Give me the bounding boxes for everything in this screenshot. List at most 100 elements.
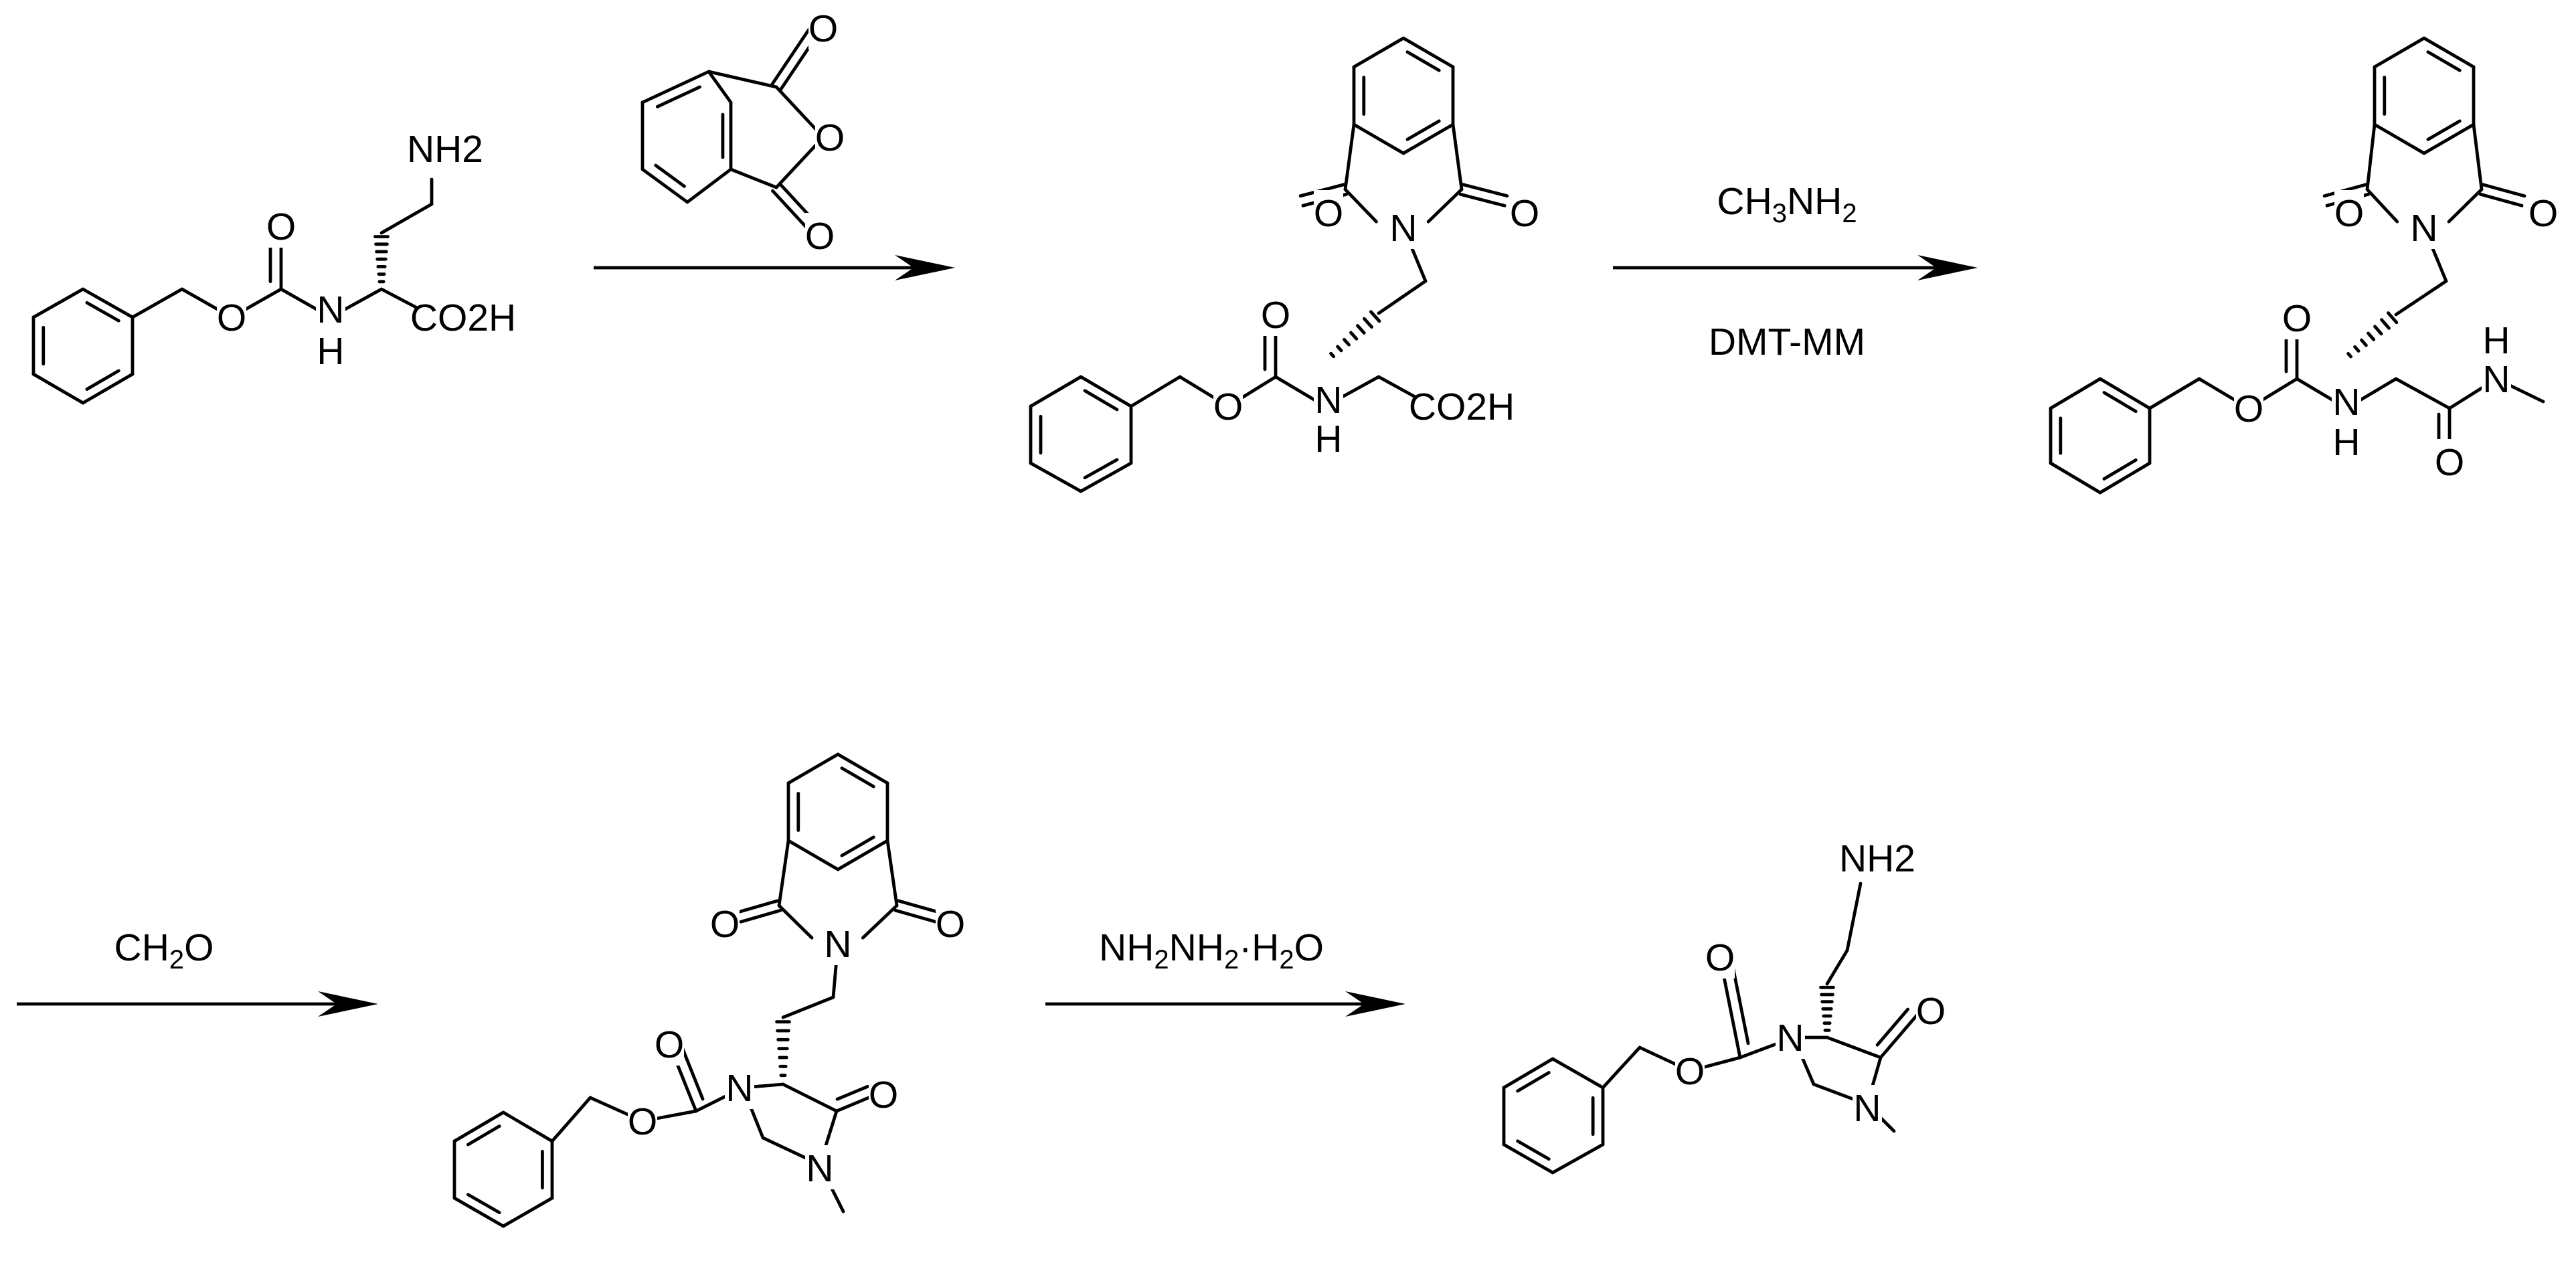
- atom-label-h: H: [2332, 421, 2360, 464]
- bond: [1426, 187, 1464, 224]
- atom-label-co2h: CO2H: [1409, 386, 1515, 428]
- benzo-ring: [2373, 122, 2426, 155]
- carbonyl: [1461, 183, 1509, 198]
- phenyl-ring: [1029, 461, 1083, 493]
- bond: [729, 167, 778, 189]
- phenyl-ring: [2102, 458, 2138, 481]
- benzo-ring: [786, 752, 840, 785]
- atom-label-n: N: [725, 1067, 753, 1110]
- stereo-hash: [1349, 331, 1359, 341]
- phenyl-ring: [85, 369, 120, 391]
- stereo-hash: [2387, 311, 2399, 325]
- bond: [885, 839, 899, 908]
- phenyl-ring: [2098, 377, 2152, 410]
- bond: [761, 1136, 813, 1163]
- arrow-head: [1345, 991, 1405, 1017]
- arrow-head: [1917, 255, 1978, 280]
- phenyl-ring: [1551, 1057, 1605, 1090]
- stereo-hash: [1329, 351, 1336, 359]
- benzo-ring: [840, 835, 875, 857]
- arrow-step-1: [594, 255, 955, 280]
- bond: [681, 1046, 705, 1101]
- phenyl-ring: [85, 301, 120, 323]
- stereo-hash: [1362, 317, 1374, 329]
- carbonyl: [2481, 183, 2526, 198]
- benzo-ring: [786, 839, 840, 871]
- atom-label-n: N: [2332, 381, 2360, 424]
- benzo-ring: [1401, 122, 1455, 155]
- benzo-ring: [655, 85, 702, 108]
- bond: [781, 995, 835, 1019]
- phenyl-ring: [2098, 461, 2152, 495]
- bond: [1845, 881, 1863, 952]
- phenyl-ring: [1079, 461, 1133, 493]
- atom-label-o: O: [2334, 192, 2364, 235]
- bond: [1343, 122, 1356, 191]
- bond: [774, 85, 818, 131]
- phenyl-ring: [2102, 391, 2138, 414]
- reagent-label-step-2-above: CH3NH2: [1717, 180, 1857, 228]
- phenyl-ring: [1516, 1139, 1551, 1161]
- phenyl-ring: [1551, 1143, 1605, 1175]
- phenyl-ring: [466, 1193, 501, 1215]
- bond: [2148, 377, 2201, 410]
- benzo-ring: [1405, 119, 1441, 141]
- atom-label-o: O: [808, 7, 838, 50]
- atom-label-o: O: [869, 1074, 898, 1116]
- benzo-ring: [2373, 36, 2426, 69]
- bond: [861, 904, 899, 940]
- atom-label-n: N: [1314, 379, 1342, 422]
- bond: [774, 143, 818, 189]
- reagent-label-step-2-below: DMT-MM: [1709, 321, 1865, 363]
- bond: [1696, 1056, 1742, 1071]
- intermediate-2: [2049, 36, 2545, 495]
- bond: [2447, 187, 2484, 224]
- phenyl-ring: [1083, 458, 1119, 480]
- carbonyl: [2478, 192, 2524, 207]
- benzo-ring: [2422, 36, 2476, 69]
- bond: [1601, 1045, 1642, 1090]
- atom-label-n: N: [824, 923, 851, 966]
- stereo-hash: [2367, 331, 2376, 341]
- benzo-ring: [1352, 36, 1405, 69]
- atom-label-n: N: [2482, 358, 2510, 401]
- stereo-hash: [1343, 337, 1351, 347]
- stereo-hash: [2373, 325, 2383, 336]
- phenyl-ring: [1083, 389, 1119, 412]
- atom-label-n: N: [1776, 1017, 1804, 1060]
- atom-label-o: O: [266, 205, 296, 248]
- benzo-ring: [707, 70, 733, 104]
- phenyl-ring: [2049, 461, 2102, 495]
- benzo-ring: [640, 167, 689, 204]
- bond: [1343, 187, 1378, 224]
- intermediate-3: [452, 752, 940, 1228]
- benzo-ring: [840, 766, 875, 788]
- bond: [1638, 1045, 1684, 1069]
- benzo-ring: [2422, 122, 2476, 155]
- atom-label-o: O: [1314, 192, 1343, 235]
- bond: [1875, 1007, 1910, 1047]
- bond: [337, 287, 383, 315]
- bond: [1879, 1009, 1923, 1060]
- atom-label-o: O: [805, 215, 835, 258]
- atom-label-n: N: [317, 288, 344, 331]
- stereo-hash: [2380, 318, 2391, 330]
- reagent-phthalic-anhydride: [640, 27, 822, 236]
- atom-label-o: O: [1261, 294, 1290, 337]
- benzo-ring: [685, 167, 733, 204]
- arrows-layer: [17, 255, 1978, 1017]
- bond: [379, 202, 434, 235]
- phenyl-ring: [1516, 1071, 1551, 1093]
- bond: [2472, 122, 2484, 191]
- arrow-step-2: [1613, 255, 1978, 280]
- arrow-head: [895, 255, 955, 280]
- atom-label-o: O: [1916, 990, 1946, 1033]
- benzo-ring: [836, 752, 889, 785]
- carbonyl: [739, 908, 782, 924]
- atom-label-h: H: [2482, 319, 2510, 362]
- atom-label-o: O: [815, 116, 845, 159]
- phenyl-ring: [31, 372, 85, 405]
- benzo-ring: [2426, 50, 2462, 72]
- arrow-step-3: [17, 991, 378, 1017]
